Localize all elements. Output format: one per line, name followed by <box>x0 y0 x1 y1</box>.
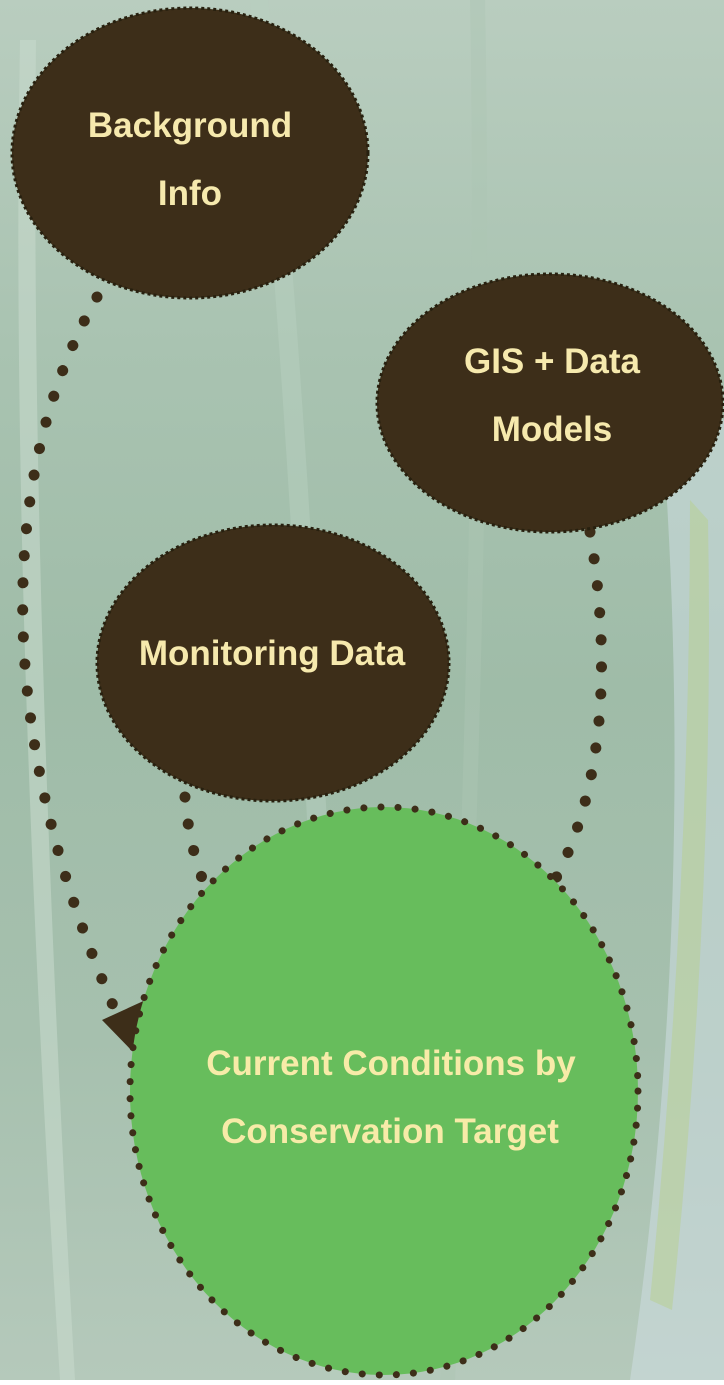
node-label-line2: Models <box>492 410 613 449</box>
node-background-info: Background Info <box>10 6 370 300</box>
node-label-line1: Background <box>88 106 292 145</box>
node-label-line1: Current Conditions by <box>206 1044 576 1083</box>
node-shape <box>126 803 642 1379</box>
dotted-connector <box>17 291 121 1016</box>
node-shape <box>375 272 724 534</box>
node-current-conditions: Current Conditions by Conservation Targe… <box>126 803 642 1379</box>
node-label-line2: Info <box>158 174 222 213</box>
dotted-connector <box>534 526 608 911</box>
node-shape <box>95 523 451 803</box>
node-label-line1: GIS + Data <box>464 342 641 381</box>
node-label-line1: Monitoring Data <box>139 634 406 673</box>
node-gis-data-models: GIS + Data Models <box>375 272 724 534</box>
node-monitoring-data: Monitoring Data <box>95 523 451 803</box>
node-label-line2: Conservation Target <box>221 1112 559 1151</box>
node-shape <box>10 6 370 300</box>
dotted-connector <box>179 791 231 936</box>
